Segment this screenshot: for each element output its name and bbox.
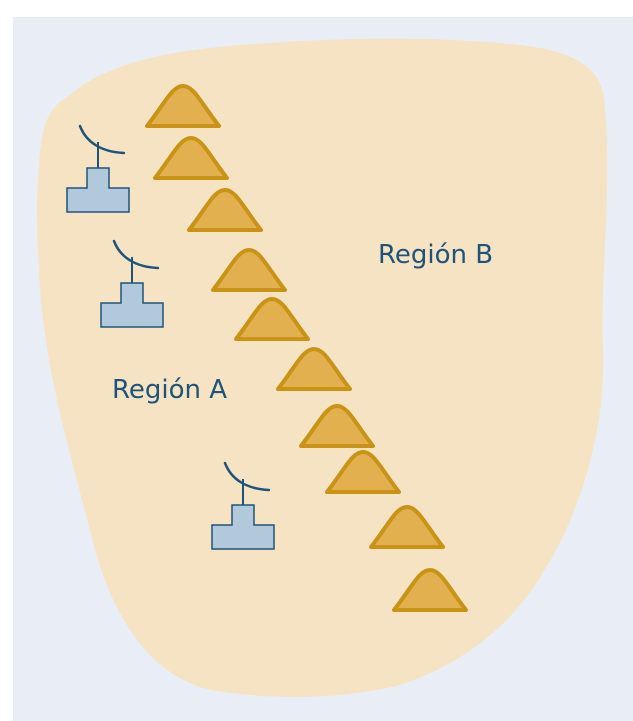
region-a-label: Región A [112,375,227,405]
mountain-icon [276,347,352,391]
antenna-icon [100,239,164,328]
mountain-icon [234,297,310,341]
mountain-icon [325,450,401,494]
mountain-icon [153,136,229,180]
mountain-icon [187,188,263,232]
mountain-icon [211,248,287,292]
region-b-label: Región B [378,240,493,270]
mountain-icon [369,505,445,549]
mountain-icon [392,568,468,612]
mountain-icon [299,404,375,448]
mountain-icon [145,84,221,128]
antenna-icon [211,461,275,550]
antenna-icon [66,124,130,213]
mountain-ridge [145,84,468,612]
